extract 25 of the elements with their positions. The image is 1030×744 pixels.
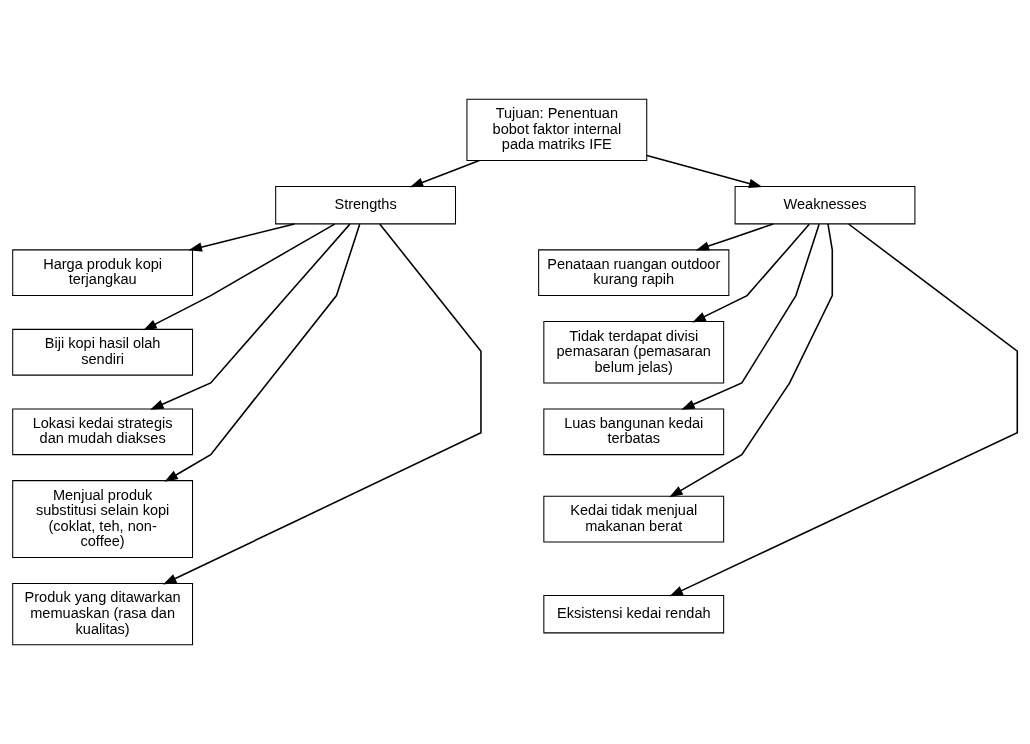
node-box: Eksistensi kedai rendah [543,594,725,634]
arrow [646,154,763,189]
node-box: Produk yang ditawarkan memuaskan (rasa dan kualitas) [12,583,194,646]
node-box: Weaknesses [734,185,916,225]
node-box: Lokasi kedai strategis dan mudah diakses [12,408,194,456]
node-box: Harga produk kopi terjangkau [12,249,194,297]
arrow [695,223,775,251]
arrow [164,223,361,482]
node-box: Menjual produk substitusi selain kopi (coklat, teh, non-coffee) [12,480,194,559]
node-box: Penataan ruangan outdoor kurang rapih [538,249,730,297]
arrow [669,223,834,498]
node-box: Luas bangunan kedai terbatas [543,408,725,456]
arrow [681,223,820,410]
arrow [409,159,481,188]
arrow [692,223,810,323]
arrow [143,223,336,331]
node-box: Kedai tidak menjual makanan berat [543,495,725,543]
arrow [669,223,1019,597]
node-box: Biji kopi hasil olah sendiri [12,328,194,376]
node-box: Strengths [275,185,456,225]
arrow [162,223,482,585]
node-box: Tidak terdapat divisi pemasaran (pemasaran belum jelas) [543,321,725,384]
arrow [188,223,296,252]
node-box: Tujuan: Penentuan bobot faktor internal pada matriks IFE [466,98,648,161]
arrow [150,223,351,410]
